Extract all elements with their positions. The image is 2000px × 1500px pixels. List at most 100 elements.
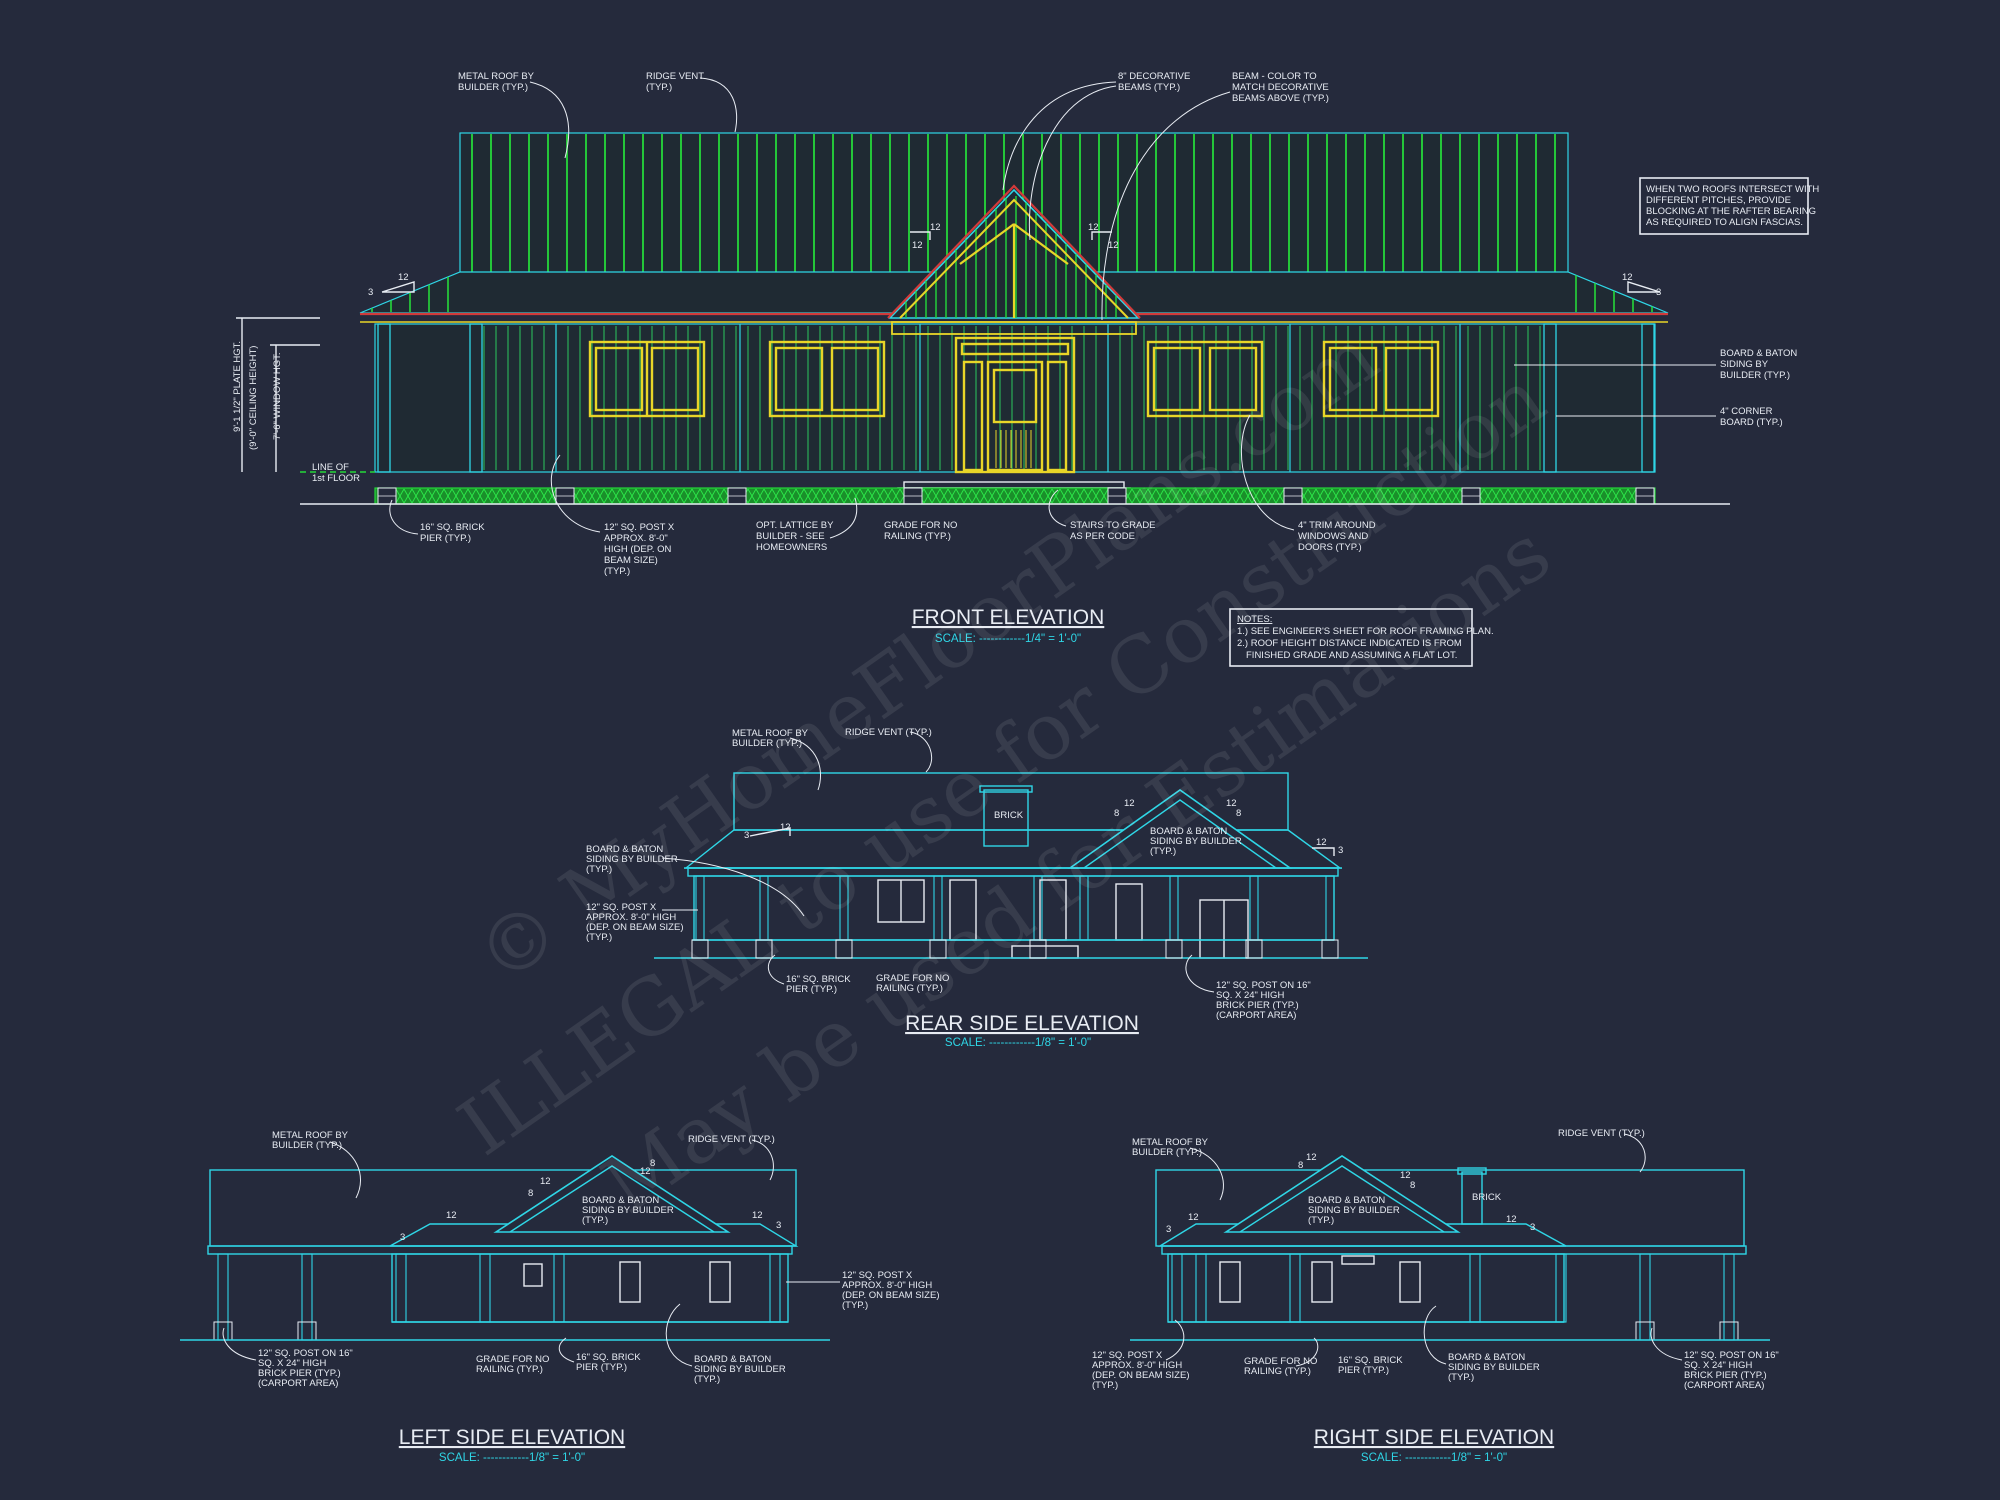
left-label-metal-roof: METAL ROOF BY <box>272 1130 349 1141</box>
lattice-bar <box>891 488 901 504</box>
right-elevation-title: RIGHT SIDE ELEVATION <box>1314 1426 1554 1449</box>
lattice-bar <box>1563 488 1573 504</box>
left-elevation-drawing <box>180 1155 830 1341</box>
label-lattice-3: HOMEOWNERS <box>756 542 827 553</box>
lattice-bar <box>747 488 757 504</box>
label-metal-roof-2: BUILDER (TYP.) <box>458 82 528 93</box>
left-label-brick-pier: 16" SQ. BRICK <box>576 1352 641 1363</box>
lattice-bar <box>547 488 557 504</box>
rear-pitch-12c: 12 <box>1316 837 1327 848</box>
notes-box <box>1229 608 1473 667</box>
lattice-bar <box>1307 488 1317 504</box>
rear-pier <box>835 939 853 959</box>
rear-label-bb-3: (TYP.) <box>586 864 612 875</box>
label-post-4: BEAM SIZE) <box>604 555 658 566</box>
rear-label-post-3: (DEP. ON BEAM SIZE) <box>586 922 683 933</box>
lattice-bar <box>1067 488 1077 504</box>
lattice-bar <box>1499 488 1509 504</box>
lattice-bar <box>1315 488 1325 504</box>
right-label-post-2: APPROX. 8'-0" HIGH <box>1092 1360 1182 1371</box>
rear-label-grade-2: RAILING (TYP.) <box>876 983 943 994</box>
label-post: 12" SQ. POST X <box>604 522 675 533</box>
rear-pitch-8b: 8 <box>1236 808 1241 819</box>
rear-piers <box>691 939 1339 959</box>
lattice-bar <box>1179 488 1189 504</box>
notes-line-3: FINISHED GRADE AND ASSUMING A FLAT LOT. <box>1246 650 1457 661</box>
rear-pier <box>1321 939 1339 959</box>
lattice-bar <box>419 488 429 504</box>
left-label-carport-2: SQ. X 24" HIGH <box>258 1358 326 1369</box>
lattice-bar <box>1003 488 1013 504</box>
left-pitch-12c: 12 <box>640 1166 651 1177</box>
pitch-gable-left: 12 <box>930 222 941 233</box>
rear-pier <box>1165 939 1183 959</box>
lattice-bar <box>1275 488 1285 504</box>
left-label-grade: GRADE FOR NO <box>476 1354 549 1365</box>
right-label-brick-pier-2: PIER (TYP.) <box>1338 1365 1389 1376</box>
watermark-line-2: ILLEGAL to use for Construction <box>443 353 1561 1173</box>
porch-post <box>377 323 391 473</box>
lattice-bar <box>683 488 693 504</box>
left-label-carport-3: BRICK PIER (TYP.) <box>258 1368 341 1379</box>
lattice-bar <box>707 488 717 504</box>
left-post <box>553 1253 565 1323</box>
lattice-bar <box>931 488 941 504</box>
right-post <box>1723 1253 1735 1341</box>
rear-pitch-3c: 3 <box>1338 845 1343 856</box>
lattice-bar <box>459 488 469 504</box>
right-label-ridge-vent: RIDGE VENT (TYP.) <box>1558 1128 1645 1139</box>
right-label-brick-pier: 16" SQ. BRICK <box>1338 1355 1403 1366</box>
right-pitch-12c: 12 <box>1400 1170 1411 1181</box>
lattice-bar <box>451 488 461 504</box>
left-labels: METAL ROOF BY BUILDER (TYP.) RIDGE VENT … <box>222 1130 939 1464</box>
right-label-carport-4: (CARPORT AREA) <box>1684 1380 1764 1391</box>
lattice-bar <box>955 488 965 504</box>
label-stairs: STAIRS TO GRADE <box>1070 520 1156 531</box>
rear-label-grade: GRADE FOR NO <box>876 973 949 984</box>
lattice-bar <box>1227 488 1237 504</box>
rear-label-ridge-vent: RIDGE VENT (TYP.) <box>845 727 932 738</box>
intersect-note-2: DIFFERENT PITCHES, PROVIDE <box>1646 195 1791 206</box>
pitch-rise-right: 12 <box>1622 272 1633 283</box>
label-trim: 4" TRIM AROUND <box>1298 520 1376 531</box>
lattice-bar <box>1331 488 1341 504</box>
lattice-bar <box>1147 488 1157 504</box>
lattice-bar <box>811 488 821 504</box>
lattice-bar <box>467 488 477 504</box>
left-elevation-title: LEFT SIDE ELEVATION <box>399 1426 625 1449</box>
lattice-bar <box>1355 488 1365 504</box>
left-pitch-12b: 12 <box>540 1176 551 1187</box>
right-label-post-4: (TYP.) <box>1092 1380 1118 1391</box>
right-post <box>1639 1253 1651 1341</box>
rear-label-carport-4: (CARPORT AREA) <box>1216 1010 1296 1021</box>
rear-label-post: 12" SQ. POST X <box>586 902 657 913</box>
lattice-bar <box>1387 488 1397 504</box>
right-label-brick: BRICK <box>1472 1192 1502 1203</box>
label-corner-board: 4" CORNER <box>1720 406 1773 417</box>
right-post <box>1195 1253 1207 1323</box>
rear-pier <box>691 939 709 959</box>
window-4 <box>1322 340 1440 418</box>
lattice-bar <box>795 488 805 504</box>
lattice-bar <box>1059 488 1069 504</box>
lattice-bar <box>1611 488 1621 504</box>
lattice-bar <box>963 488 973 504</box>
gable-siding <box>905 196 1117 318</box>
left-label-bb: BOARD & BATON <box>694 1354 771 1365</box>
label-brick-pier-2: PIER (TYP.) <box>420 533 471 544</box>
right-elevation-scale: SCALE: ------------1/8" = 1'-0" <box>1361 1452 1507 1464</box>
right-post <box>1469 1253 1481 1323</box>
label-ridge-vent: RIDGE VENT <box>646 71 704 82</box>
left-label-grade-2: RAILING (TYP.) <box>476 1364 543 1375</box>
rear-label-metal-roof-2: BUILDER (TYP.) <box>732 738 802 749</box>
board-and-baton-siding <box>483 326 1541 470</box>
lattice-bar <box>1395 488 1405 504</box>
lattice-bar <box>1371 488 1381 504</box>
rear-label-carport-2: SQ. X 24" HIGH <box>1216 990 1284 1001</box>
right-posts <box>1171 1253 1739 1341</box>
lattice-bar <box>1619 488 1629 504</box>
rear-pitch-run: 3 <box>744 830 749 841</box>
lattice-bar <box>579 488 589 504</box>
porch-post <box>1641 323 1655 473</box>
